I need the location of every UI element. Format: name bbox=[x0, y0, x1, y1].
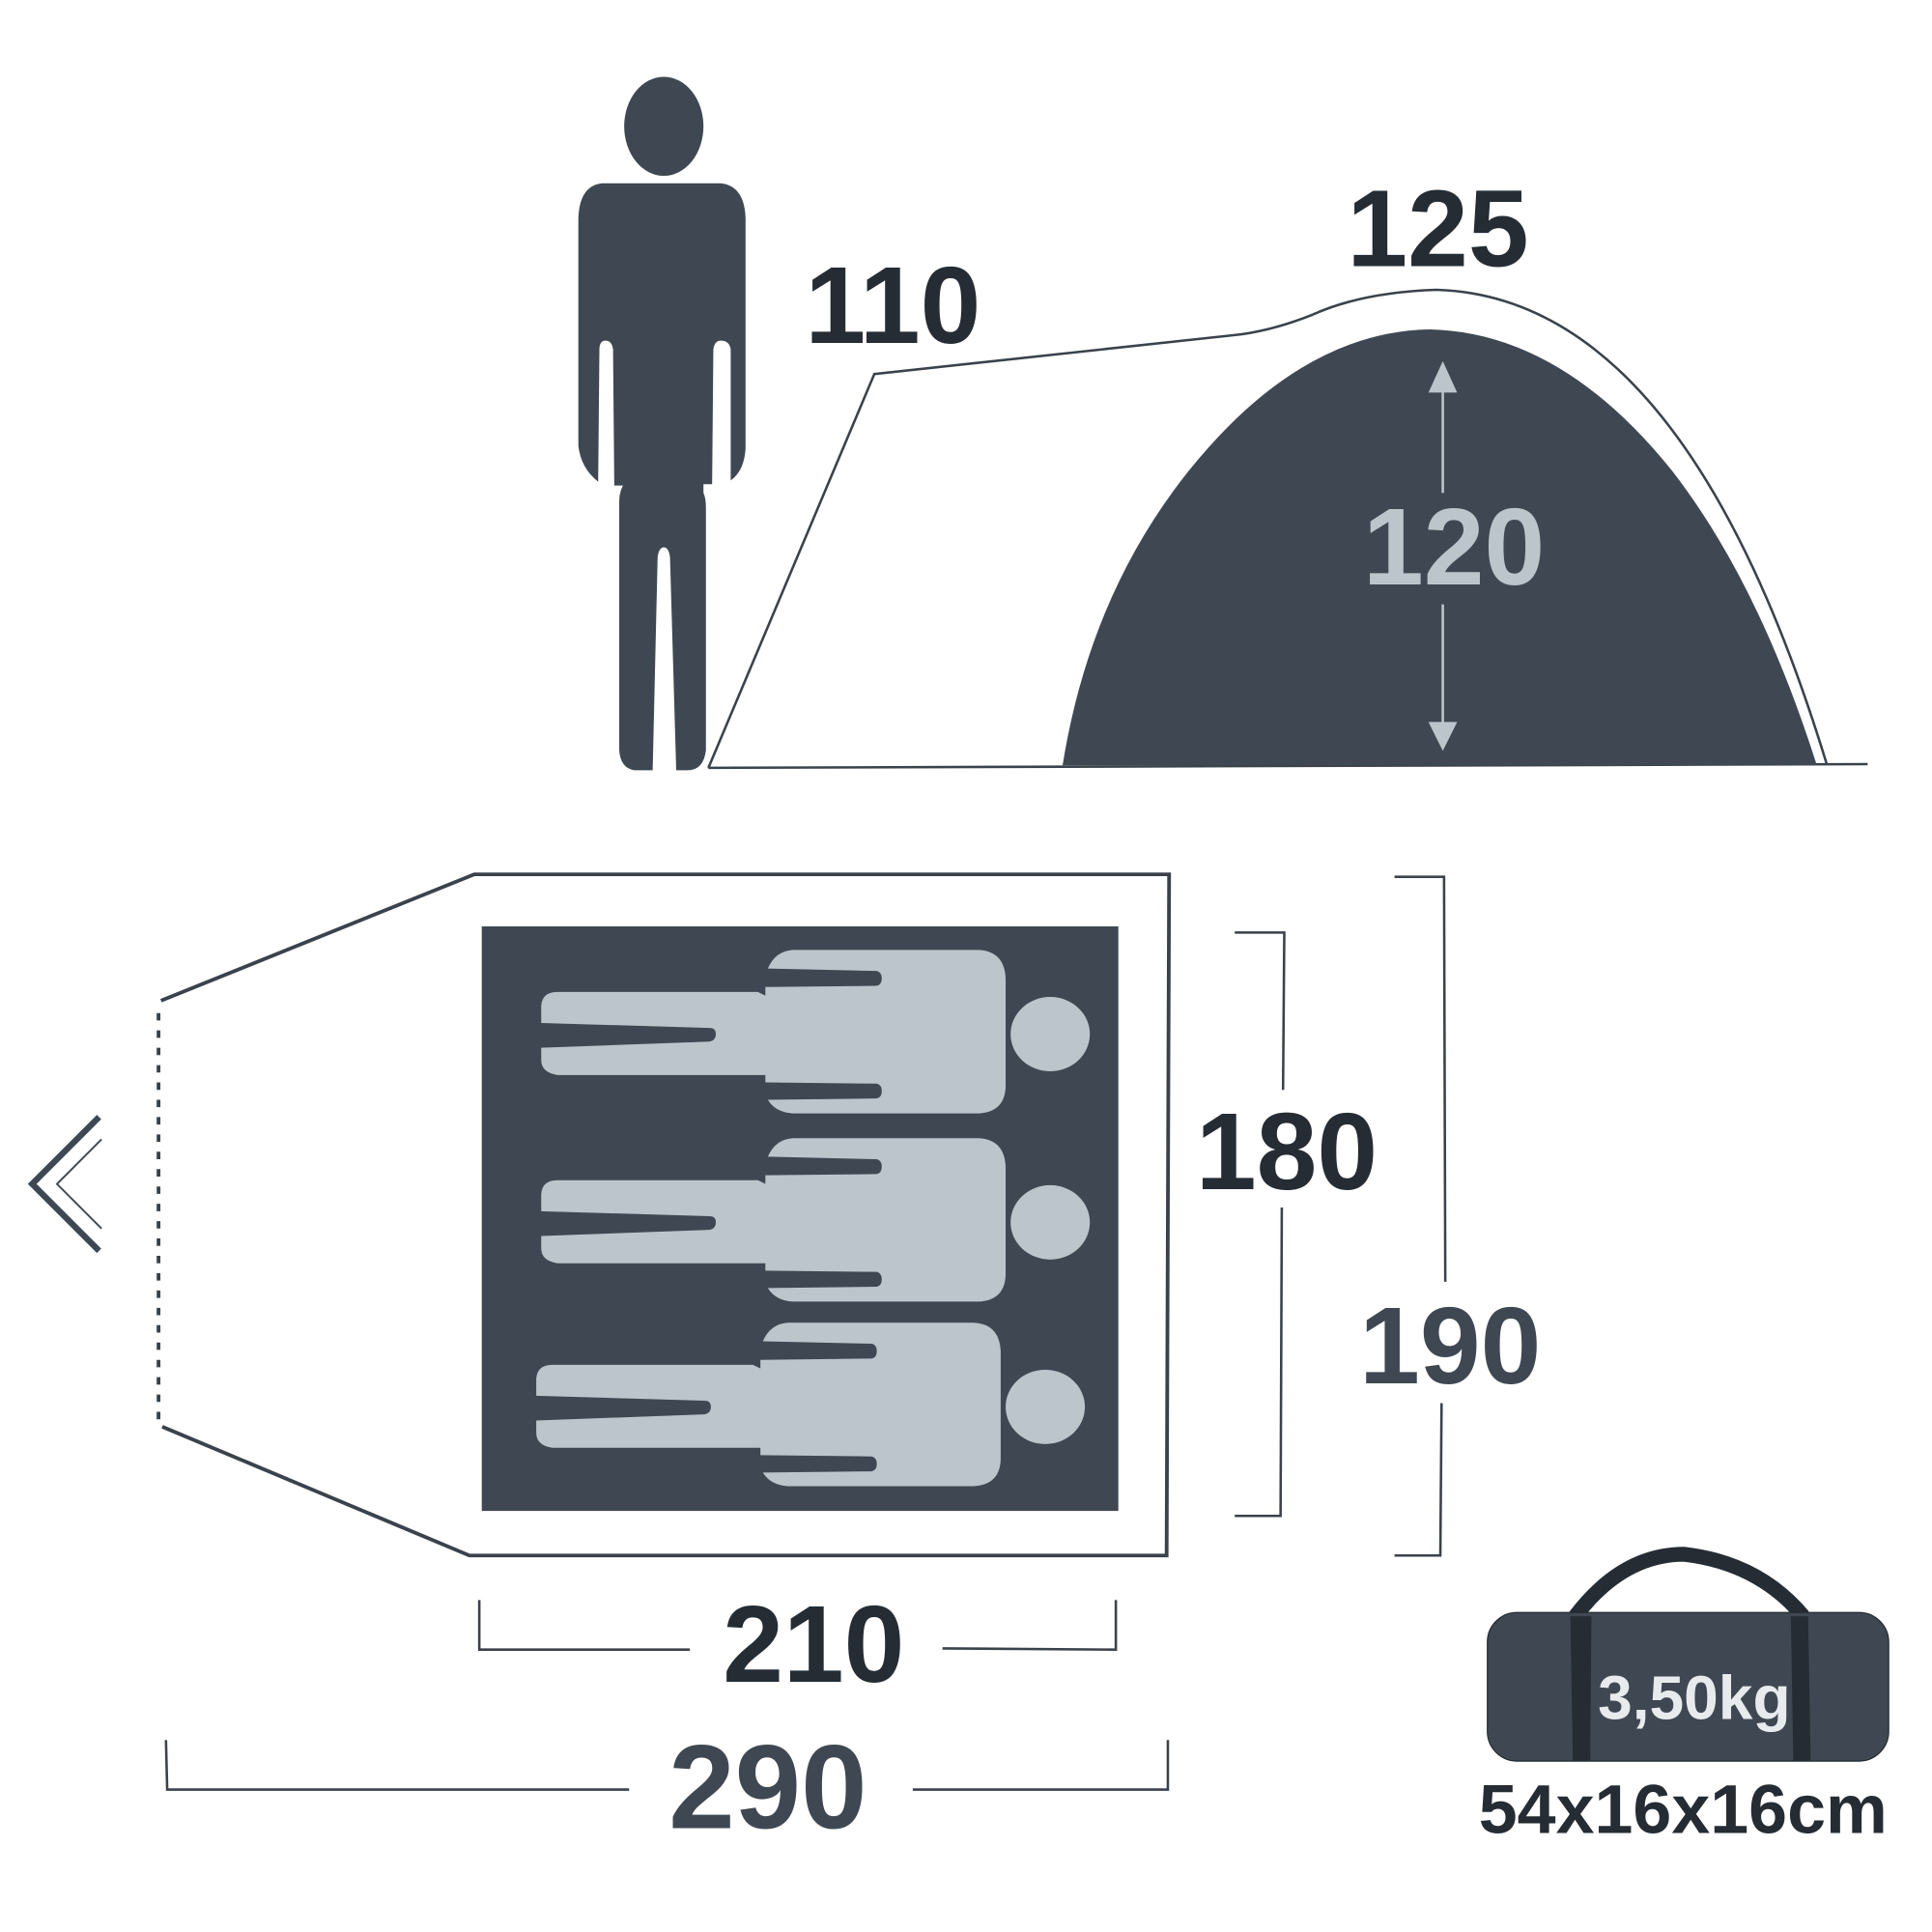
inner-width-label: 180 bbox=[1196, 1091, 1378, 1212]
height-arrow-icon bbox=[1428, 360, 1458, 752]
sleeper-head bbox=[1010, 997, 1091, 1071]
sleeper-figure-icon bbox=[541, 950, 1091, 1114]
tent-side-view: 110 125 120 bbox=[707, 168, 1868, 770]
total-height-label: 125 bbox=[1347, 168, 1528, 290]
outer-length-label: 290 bbox=[668, 1721, 867, 1854]
pack-dimensions-label: 54x16x16cm bbox=[1479, 1771, 1888, 1848]
sleeper-figure-icon bbox=[541, 1138, 1091, 1302]
outer-width-label: 190 bbox=[1359, 1285, 1541, 1406]
inner-height-label: 120 bbox=[1363, 486, 1545, 608]
sleeper-head bbox=[1006, 1369, 1086, 1444]
sleeper-head bbox=[1010, 1184, 1091, 1260]
inner-length-label: 210 bbox=[723, 1583, 904, 1705]
sleeper-figure-icon bbox=[536, 1322, 1086, 1487]
pack-bag-icon: 3,50kg bbox=[1487, 1547, 1889, 1762]
pack-weight-label: 3,50kg bbox=[1598, 1662, 1791, 1732]
person-silhouette-icon bbox=[578, 76, 746, 771]
vestibule-height-label: 110 bbox=[805, 244, 980, 366]
tent-floor-plan: 180 190 210 290 bbox=[27, 872, 1541, 1854]
entrance-chevron-icon bbox=[27, 1115, 102, 1254]
